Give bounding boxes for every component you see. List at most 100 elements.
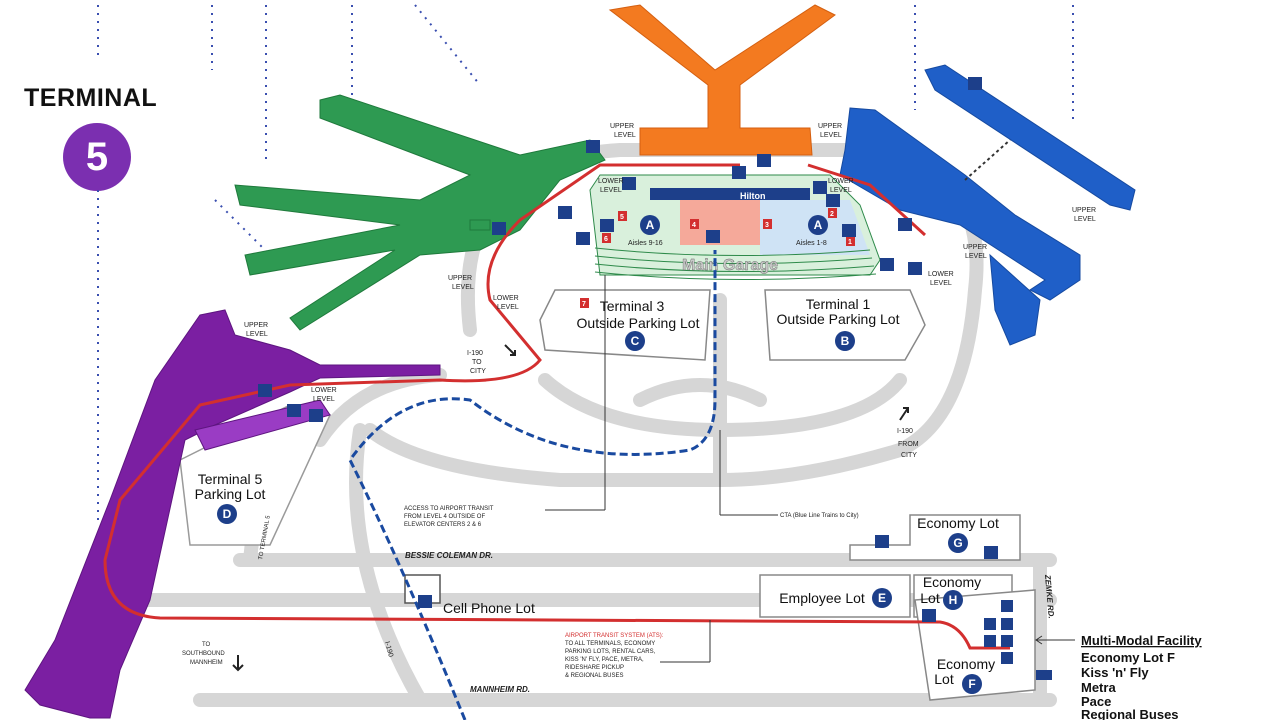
to-mannheim-1: TO bbox=[202, 642, 211, 648]
elevator-7: 7 bbox=[582, 301, 586, 308]
lot-letter-badges bbox=[217, 215, 982, 694]
ats-title: AIRPORT TRANSIT SYSTEM (ATS): bbox=[565, 633, 664, 639]
lower-level-label-3b: LEVEL bbox=[497, 304, 519, 311]
terminal-number-badge: 5 bbox=[63, 123, 131, 191]
economy-f-letter: F bbox=[968, 677, 975, 691]
mannheim-road-label: MANNHEIM RD. bbox=[470, 685, 530, 694]
lower-level-label-4b: LEVEL bbox=[930, 280, 952, 287]
arrow-from-city-icon bbox=[899, 407, 909, 421]
airport-transit-line bbox=[103, 163, 1010, 650]
upper-level-label-5: UPPER bbox=[1072, 207, 1096, 214]
bessie-coleman-label: BESSIE COLEMAN DR. bbox=[405, 551, 493, 560]
aisles-left-label: Aisles 9-16 bbox=[628, 240, 663, 247]
ats-line-3: KISS 'N' FLY, PACE, METRA, bbox=[565, 657, 644, 663]
level-labels: UPPER LEVEL UPPER LEVEL LOWER LEVEL LOWE… bbox=[244, 123, 1096, 403]
elevator-2: 2 bbox=[830, 211, 834, 218]
i190-to-city-2: TO bbox=[472, 359, 482, 366]
arrow-mannheim-icon bbox=[232, 655, 244, 672]
economy-g-letter: G bbox=[953, 536, 962, 550]
terminal-badge-title: TERMINAL bbox=[24, 84, 158, 112]
elevator-tags bbox=[580, 208, 855, 308]
lower-level-label-4: LOWER bbox=[928, 271, 954, 278]
ats-line-5: & REGIONAL BUSES bbox=[565, 673, 623, 679]
t5-lot-sub: Parking Lot bbox=[195, 486, 266, 502]
zemke-road-label: ZEMKE RD. bbox=[1043, 573, 1056, 619]
i190-from-city-1: I-190 bbox=[897, 428, 913, 435]
cta-blue-line bbox=[348, 250, 717, 720]
i190-to-city-1: I-190 bbox=[467, 350, 483, 357]
t5-lot-letter: D bbox=[223, 507, 232, 521]
elevator-4: 4 bbox=[692, 222, 696, 229]
garage-letter-left: A bbox=[646, 218, 655, 232]
multimodal-item-4: Pace bbox=[1081, 694, 1111, 709]
terminal2-concourse bbox=[608, 4, 836, 156]
lower-level-label-5b: LEVEL bbox=[313, 396, 335, 403]
elevator-3: 3 bbox=[765, 222, 769, 229]
economy-f-sub: Lot bbox=[934, 671, 954, 687]
access-line-2: FROM LEVEL 4 OUTSIDE OF bbox=[404, 514, 485, 520]
lower-level-label-1: LOWER bbox=[598, 178, 624, 185]
multimodal-item-1: Economy Lot F bbox=[1081, 650, 1175, 665]
lower-level-label-3: LOWER bbox=[493, 295, 519, 302]
to-mannheim-3: MANNHEIM bbox=[190, 660, 223, 666]
upper-level-label-3b: LEVEL bbox=[452, 284, 474, 291]
arrow-to-city-icon bbox=[504, 344, 516, 356]
t3-lot-name: Terminal 3 bbox=[600, 298, 665, 314]
economy-h-sub: Lot bbox=[920, 590, 940, 606]
upper-level-label-4b: LEVEL bbox=[965, 253, 987, 260]
t3-lot-letter: C bbox=[631, 334, 640, 348]
t1-lot-sub: Outside Parking Lot bbox=[777, 311, 900, 327]
upper-level-label-6: UPPER bbox=[244, 322, 268, 329]
elevator-1: 1 bbox=[848, 239, 852, 246]
to-mannheim-2: SOUTHBOUND bbox=[182, 651, 225, 657]
ats-annotation: AIRPORT TRANSIT SYSTEM (ATS): TO ALL TER… bbox=[565, 620, 711, 679]
elevator-6: 6 bbox=[604, 236, 608, 243]
lower-level-label-1b: LEVEL bbox=[600, 187, 622, 194]
terminal3-concourses bbox=[234, 94, 606, 331]
terminal1-concourses bbox=[839, 64, 1136, 346]
upper-level-label-4: UPPER bbox=[963, 244, 987, 251]
economy-h-letter: H bbox=[949, 593, 958, 607]
upper-level-label-3: UPPER bbox=[448, 275, 472, 282]
economy-lot-f bbox=[914, 589, 1036, 701]
garage-letter-right: A bbox=[814, 218, 823, 232]
multimodal-item-5: Regional Buses bbox=[1081, 707, 1179, 720]
t1-outside-lot bbox=[764, 289, 926, 361]
ats-line-4: RIDESHARE PICKUP bbox=[565, 665, 624, 671]
t5-lot-name: Terminal 5 bbox=[198, 471, 263, 487]
upper-level-label-2b: LEVEL bbox=[820, 132, 842, 139]
multimodal-legend: Multi-Modal Facility Economy Lot F Kiss … bbox=[1035, 633, 1202, 720]
access-line-1: ACCESS TO AIRPORT TRANSIT bbox=[404, 506, 494, 512]
t1-lot-name: Terminal 1 bbox=[806, 296, 871, 312]
main-garage: Main Garage Hilton Aisles 9-16 Aisles 1-… bbox=[589, 174, 881, 281]
multimodal-item-2: Kiss 'n' Fly bbox=[1081, 665, 1149, 680]
i190-from-city-3: CITY bbox=[901, 452, 917, 459]
access-line-3: ELEVATOR CENTERS 2 & 6 bbox=[404, 522, 482, 528]
lower-level-label-5: LOWER bbox=[311, 387, 337, 394]
cta-label: CTA (Blue Line Trains to City) bbox=[780, 513, 859, 519]
economy-f-name: Economy bbox=[937, 656, 995, 672]
employee-lot-letter: E bbox=[878, 591, 886, 605]
aisles-right-label: Aisles 1-8 bbox=[796, 240, 827, 247]
lower-level-label-2: LOWER bbox=[828, 178, 854, 185]
ats-line-2: PARKING LOTS, RENTAL CARS, bbox=[565, 649, 656, 655]
access-annotation: ACCESS TO AIRPORT TRANSIT FROM LEVEL 4 O… bbox=[404, 275, 606, 528]
lower-level-label-2b: LEVEL bbox=[830, 187, 852, 194]
i190-from-city-2: FROM bbox=[898, 441, 919, 448]
upper-level-label-1: UPPER bbox=[610, 123, 634, 130]
i190-to-city-3: CITY bbox=[470, 368, 486, 375]
transport-icons bbox=[258, 77, 1052, 680]
multimodal-title: Multi-Modal Facility bbox=[1081, 633, 1202, 648]
employee-lot-name: Employee Lot bbox=[779, 590, 865, 606]
t1-lot-letter: B bbox=[841, 334, 850, 348]
main-garage-title: Main Garage bbox=[682, 257, 778, 274]
economy-g-name: Economy Lot bbox=[917, 515, 999, 531]
economy-lot-g bbox=[849, 514, 1021, 561]
t3-lot-sub: Outside Parking Lot bbox=[577, 315, 700, 331]
ats-line-1: TO ALL TERMINALS, ECONOMY bbox=[565, 641, 655, 647]
cell-phone-lot-name: Cell Phone Lot bbox=[443, 600, 535, 616]
elevator-5: 5 bbox=[620, 214, 624, 221]
upper-level-label-6b: LEVEL bbox=[246, 331, 268, 338]
i190-road-label: I-190 bbox=[383, 641, 394, 658]
